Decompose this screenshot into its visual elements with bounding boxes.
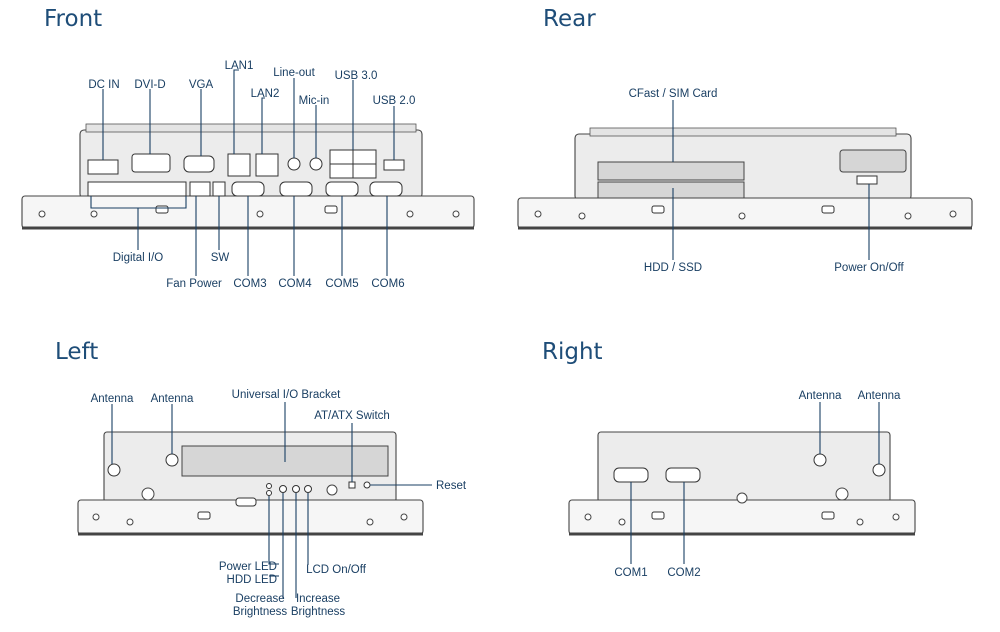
digital-io-terminal xyxy=(87,181,187,197)
label-com5: COM5 xyxy=(325,278,358,290)
label-sw: SW xyxy=(211,252,230,264)
label-com4: COM4 xyxy=(278,278,312,290)
right-view-title: Right xyxy=(542,339,603,365)
at-atx-switch xyxy=(348,481,356,489)
left-view-title: Left xyxy=(55,339,98,365)
right-view: Right Antenna Antenna COM1 C xyxy=(542,339,916,579)
com4-port xyxy=(279,181,313,197)
right-device-drawing xyxy=(568,431,916,536)
dvi-d-port xyxy=(131,153,171,173)
label-com6: COM6 xyxy=(371,278,404,290)
label-increase-brightness-line2: Brightness xyxy=(291,606,346,618)
label-mic-in: Mic-in xyxy=(299,95,330,107)
line-out-jack xyxy=(287,157,301,171)
rear-device-drawing xyxy=(517,127,973,230)
label-antenna-left-2: Antenna xyxy=(151,393,194,405)
front-device-drawing xyxy=(21,123,475,230)
label-com3: COM3 xyxy=(233,278,266,290)
antenna-right-2 xyxy=(872,463,886,477)
front-heatsink-fins xyxy=(85,123,417,133)
hdd-ssd-cover xyxy=(597,181,745,199)
power-switch xyxy=(856,175,878,185)
increase-brightness-button xyxy=(292,485,300,493)
com6-port xyxy=(369,181,403,197)
label-dvi-d: DVI-D xyxy=(134,79,165,91)
mic-in-jack xyxy=(309,157,323,171)
label-lan1: LAN1 xyxy=(225,60,254,72)
com3-port xyxy=(231,181,265,197)
cfast-sim-cover xyxy=(597,161,745,181)
com2-port xyxy=(665,467,701,483)
label-line-out: Line-out xyxy=(273,67,315,79)
label-power-led: Power LED xyxy=(219,561,277,573)
label-decrease-brightness-line2: Brightness xyxy=(233,606,288,618)
power-led xyxy=(266,483,272,489)
lan2-port xyxy=(255,153,279,177)
antenna-right-1 xyxy=(813,453,827,467)
front-leader-lines xyxy=(90,69,395,276)
hdd-led xyxy=(266,490,272,496)
label-antenna-right-1: Antenna xyxy=(799,390,842,402)
reset-button xyxy=(363,481,371,489)
rear-view: Rear CFast / SIM Card HDD / SSD Power O xyxy=(517,6,973,274)
sw-connector xyxy=(212,181,226,197)
usb20-port xyxy=(383,159,405,171)
label-increase-brightness-line1: Increase xyxy=(296,593,340,605)
fan-power-connector xyxy=(189,181,211,197)
front-view: Front xyxy=(21,6,475,290)
left-device-drawing xyxy=(77,431,424,536)
label-lan2: LAN2 xyxy=(251,88,280,100)
label-fan-power: Fan Power xyxy=(166,278,222,290)
label-lcd-on-off: LCD On/Off xyxy=(306,564,367,576)
rear-panel-plate xyxy=(839,149,907,173)
antenna-left-2 xyxy=(165,453,179,467)
label-antenna-right-2: Antenna xyxy=(858,390,901,402)
label-universal-io-bracket: Universal I/O Bracket xyxy=(232,389,341,401)
rear-leader-lines xyxy=(672,100,870,260)
label-power-on-off: Power On/Off xyxy=(834,262,904,274)
label-antenna-left-1: Antenna xyxy=(91,393,134,405)
label-dc-in: DC IN xyxy=(88,79,119,91)
com5-port xyxy=(325,181,359,197)
label-com1: COM1 xyxy=(614,567,647,579)
label-hdd-ssd: HDD / SSD xyxy=(644,262,702,274)
rear-view-title: Rear xyxy=(543,6,596,32)
front-view-title: Front xyxy=(44,6,102,32)
label-com2: COM2 xyxy=(667,567,700,579)
antenna-left-1 xyxy=(107,463,121,477)
com1-port xyxy=(613,467,649,483)
left-view: Left xyxy=(55,339,467,618)
label-usb20: USB 2.0 xyxy=(373,95,416,107)
right-leader-lines xyxy=(630,402,880,564)
vga-port xyxy=(183,155,215,173)
decrease-brightness-button xyxy=(279,485,287,493)
label-reset: Reset xyxy=(436,480,467,492)
label-hdd-led: HDD LED xyxy=(227,574,277,586)
label-at-atx-switch: AT/ATX Switch xyxy=(314,410,390,422)
label-usb30: USB 3.0 xyxy=(335,70,378,82)
lan1-port xyxy=(227,153,251,177)
label-digital-io: Digital I/O xyxy=(113,252,164,264)
dc-in-port xyxy=(87,159,119,175)
label-decrease-brightness-line1: Decrease xyxy=(235,593,284,605)
label-cfast-sim: CFast / SIM Card xyxy=(629,88,718,100)
label-vga: VGA xyxy=(189,79,214,91)
left-leader-lines xyxy=(111,402,432,598)
lcd-on-off-button xyxy=(304,485,312,493)
